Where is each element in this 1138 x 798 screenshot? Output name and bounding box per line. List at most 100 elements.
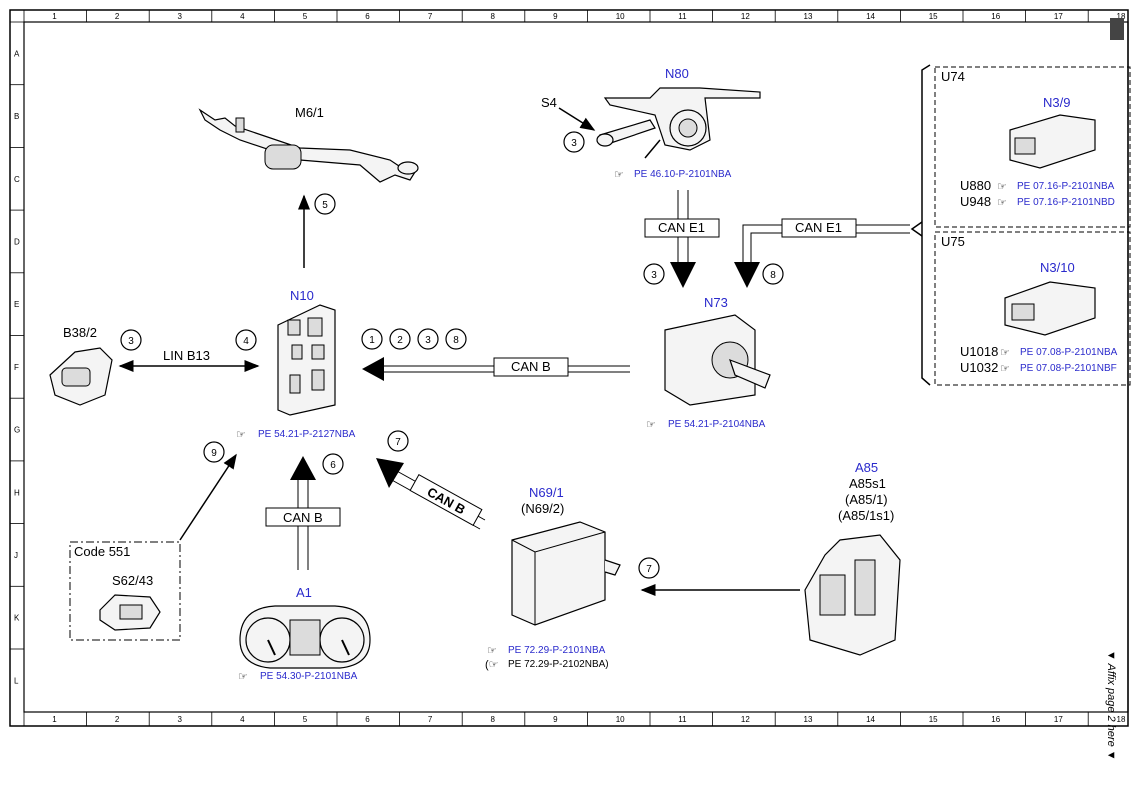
column-number: 13 (804, 715, 813, 724)
column-number: 16 (991, 715, 1000, 724)
column-number: 5 (303, 715, 308, 724)
a1-reference[interactable]: PE 54.30-P-2101NBA (260, 671, 358, 682)
marker-n10-right: 1 (361, 328, 383, 350)
column-number: 4 (240, 12, 245, 21)
u880-reference[interactable]: PE 07.16-P-2101NBA (1017, 181, 1115, 192)
row-letter: B (14, 112, 19, 121)
marker-n10-right: 2 (389, 328, 411, 350)
marker-n69: 7 (387, 430, 409, 452)
column-number: 10 (616, 12, 625, 21)
n73-ignition-switch: N73 PE 54.21-P-2104NBA (664, 295, 771, 430)
n69-1-reference[interactable]: PE 72.29-P-2101NBA (508, 645, 606, 656)
a85-steering-lock: A85 A85s1 (A85/1) (A85/1s1) (804, 460, 901, 656)
u948-code: U948 (960, 194, 991, 209)
column-number: 8 (491, 12, 496, 21)
can-b-label-a1: CAN B (283, 510, 323, 525)
svg-text:8: 8 (453, 335, 459, 346)
u75-label: U75 (941, 234, 965, 249)
n10-sam-module: N10 PE 54.21-P-2127NBA (258, 288, 356, 440)
n73-reference[interactable]: PE 54.21-P-2104NBA (668, 419, 766, 430)
column-number: 15 (929, 715, 938, 724)
n3-9-label: N3/9 (1043, 95, 1070, 110)
m6-1-wiper-motor: M6/1 (198, 105, 419, 183)
can-b-label: CAN B (511, 359, 551, 374)
row-letter: F (14, 363, 19, 372)
column-number: 7 (428, 12, 433, 21)
a85-1s1-label: (A85/1s1) (838, 508, 894, 523)
column-number: 6 (365, 715, 370, 724)
n69-2-label: (N69/2) (521, 501, 564, 516)
column-number: 4 (240, 715, 245, 724)
column-number: 18 (1117, 715, 1126, 724)
column-number: 5 (303, 12, 308, 21)
pointing-hand-icon: ☞ (236, 429, 246, 441)
s62-43-label: S62/43 (112, 573, 153, 588)
column-number: 17 (1054, 715, 1063, 724)
row-letter: J (14, 551, 18, 560)
svg-text:3: 3 (571, 138, 577, 149)
column-number: 9 (553, 12, 558, 21)
can-b-label-diag: CAN B (425, 484, 468, 517)
code-551-box: Code 551 S62/43 (69, 541, 181, 641)
marker-n80-s4: 3 (563, 131, 585, 153)
column-number: 15 (929, 12, 938, 21)
lin-b13-label: LIN B13 (163, 348, 210, 363)
row-letter: G (14, 426, 20, 435)
a1-label: A1 (296, 585, 312, 600)
marker-a85: 7 (638, 557, 660, 579)
can-e1-label-right: CAN E1 (795, 220, 842, 235)
u948-reference[interactable]: PE 07.16-P-2101NBD (1017, 197, 1115, 208)
column-number: 12 (741, 715, 750, 724)
column-number: 1 (52, 12, 57, 21)
n10-label: N10 (290, 288, 314, 303)
n10-reference[interactable]: PE 54.21-P-2127NBA (258, 429, 356, 440)
n69-2-reference[interactable]: PE 72.29-P-2102NBA) (508, 659, 609, 670)
marker-code551: 9 (203, 441, 225, 463)
a85-1-label: (A85/1) (845, 492, 888, 507)
svg-text:3: 3 (425, 335, 431, 346)
row-letter: K (14, 614, 20, 623)
svg-text:1: 1 (369, 335, 375, 346)
column-number: 8 (491, 715, 496, 724)
can-b-bus-n69: CAN B (376, 458, 486, 530)
pointing-hand-icon: ☞ (238, 671, 248, 683)
column-number: 14 (866, 715, 875, 724)
row-letter: H (14, 488, 20, 497)
pointing-hand-icon: ☞ (1000, 363, 1010, 375)
column-number: 13 (804, 12, 813, 21)
n69-1-label: N69/1 (529, 485, 564, 500)
u1032-reference[interactable]: PE 07.08-P-2101NBF (1020, 363, 1117, 374)
marker-can-e1-right: 8 (762, 263, 784, 285)
row-letter: D (14, 237, 20, 246)
u74-u75-group: U74 N3/9 U880 ☞ PE 07.16-P-2101NBA U948 … (910, 64, 1131, 386)
pointing-hand-icon: (☞ (485, 659, 499, 671)
n3-10-label: N3/10 (1040, 260, 1075, 275)
column-number: 11 (678, 715, 687, 724)
marker-can-e1-left: 3 (643, 263, 665, 285)
column-number: 2 (115, 715, 120, 724)
code-551-label: Code 551 (74, 544, 130, 559)
corner-mark-icon (1110, 18, 1124, 40)
svg-text:6: 6 (330, 460, 336, 471)
b38-2-rain-light-sensor: B38/2 (49, 325, 113, 406)
marker-a1: 6 (322, 453, 344, 475)
column-number: 17 (1054, 12, 1063, 21)
column-number: 14 (866, 12, 875, 21)
column-number: 11 (678, 12, 687, 21)
u1018-code: U1018 (960, 344, 998, 359)
u74-label: U74 (941, 69, 965, 84)
column-number: 9 (553, 715, 558, 724)
svg-text:3: 3 (128, 336, 134, 347)
n80-reference[interactable]: PE 46.10-P-2101NBA (634, 169, 732, 180)
a1-instrument-cluster: A1 PE 54.30-P-2101NBA (239, 585, 371, 682)
u1018-reference[interactable]: PE 07.08-P-2101NBA (1020, 347, 1118, 358)
column-number: 7 (428, 715, 433, 724)
marker-b38: 3 (120, 329, 142, 351)
column-number: 12 (741, 12, 750, 21)
pointing-hand-icon: ☞ (997, 181, 1007, 193)
